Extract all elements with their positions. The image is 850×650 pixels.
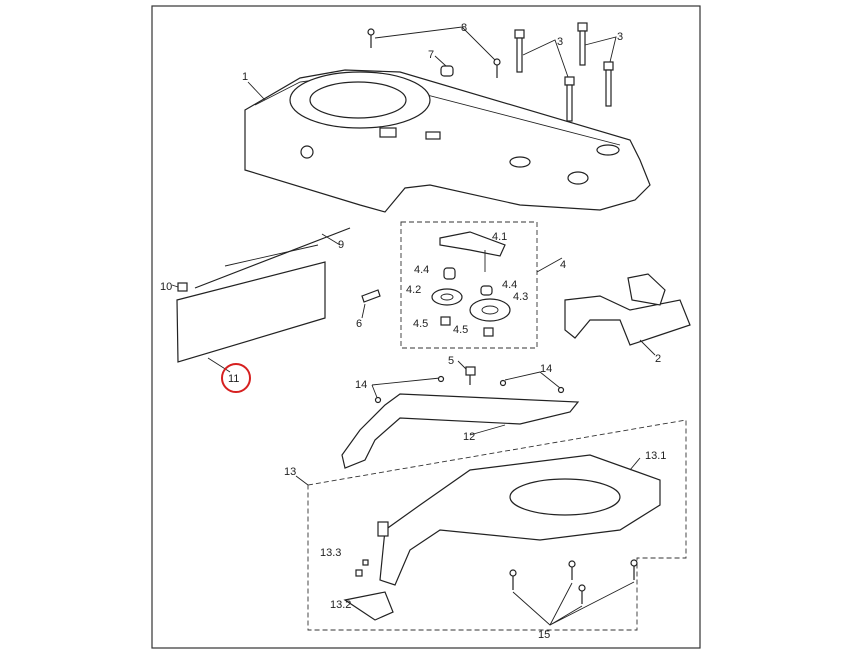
part-10-nut bbox=[171, 282, 188, 292]
part-1-housing bbox=[244, 69, 651, 213]
callout-labels: 1 2 3 3 4 4.1 4.2 4.3 4.4 4.4 4.5 4.5 5 … bbox=[160, 22, 666, 641]
callout-8: 8 bbox=[461, 22, 467, 34]
part-7-nut bbox=[434, 55, 454, 77]
callout-13: 13 bbox=[284, 466, 296, 478]
callout-14a: 14 bbox=[355, 379, 367, 391]
part-4-assembly bbox=[431, 231, 563, 337]
callout-4-4b: 4.4 bbox=[502, 279, 517, 291]
callout-13-3: 13.3 bbox=[320, 547, 341, 559]
part-12-deflector bbox=[341, 393, 580, 469]
part-5-bolt bbox=[457, 360, 476, 385]
callout-4-5a: 4.5 bbox=[413, 318, 428, 330]
diagram-frame bbox=[151, 5, 701, 649]
group-4-box bbox=[400, 221, 538, 349]
callout-4: 4 bbox=[560, 259, 566, 271]
part-2-bracket bbox=[564, 273, 691, 356]
callout-4-5b: 4.5 bbox=[453, 324, 468, 336]
part-13-chute bbox=[343, 454, 661, 621]
part-3-bolts bbox=[514, 22, 617, 122]
group-13-box bbox=[307, 419, 687, 631]
part-9-rod bbox=[194, 227, 351, 289]
callout-1: 1 bbox=[242, 71, 248, 83]
callout-13-2: 13.2 bbox=[330, 599, 351, 611]
callout-10: 10 bbox=[160, 281, 172, 293]
part-6-spring bbox=[361, 289, 381, 319]
callout-5: 5 bbox=[448, 355, 454, 367]
callout-12: 12 bbox=[463, 431, 475, 443]
callout-3b: 3 bbox=[617, 31, 623, 43]
callout-11: 11 bbox=[228, 373, 239, 385]
callout-14b: 14 bbox=[540, 363, 552, 375]
callout-7: 7 bbox=[428, 49, 434, 61]
part-11-flap bbox=[176, 261, 326, 373]
callout-4-1: 4.1 bbox=[492, 231, 507, 243]
callout-6: 6 bbox=[356, 318, 362, 330]
part-8-screws bbox=[367, 26, 501, 78]
callout-4-3: 4.3 bbox=[513, 291, 528, 303]
part-14-screws bbox=[371, 371, 565, 404]
callout-9: 9 bbox=[338, 239, 344, 251]
highlight-circle-11 bbox=[221, 363, 251, 393]
callout-15: 15 bbox=[538, 629, 550, 641]
callout-4-2: 4.2 bbox=[406, 284, 421, 296]
callout-2: 2 bbox=[655, 353, 661, 365]
callout-3a: 3 bbox=[557, 36, 563, 48]
callout-4-4a: 4.4 bbox=[414, 264, 429, 276]
callout-13-1: 13.1 bbox=[645, 450, 666, 462]
part-15-screws bbox=[509, 559, 638, 626]
